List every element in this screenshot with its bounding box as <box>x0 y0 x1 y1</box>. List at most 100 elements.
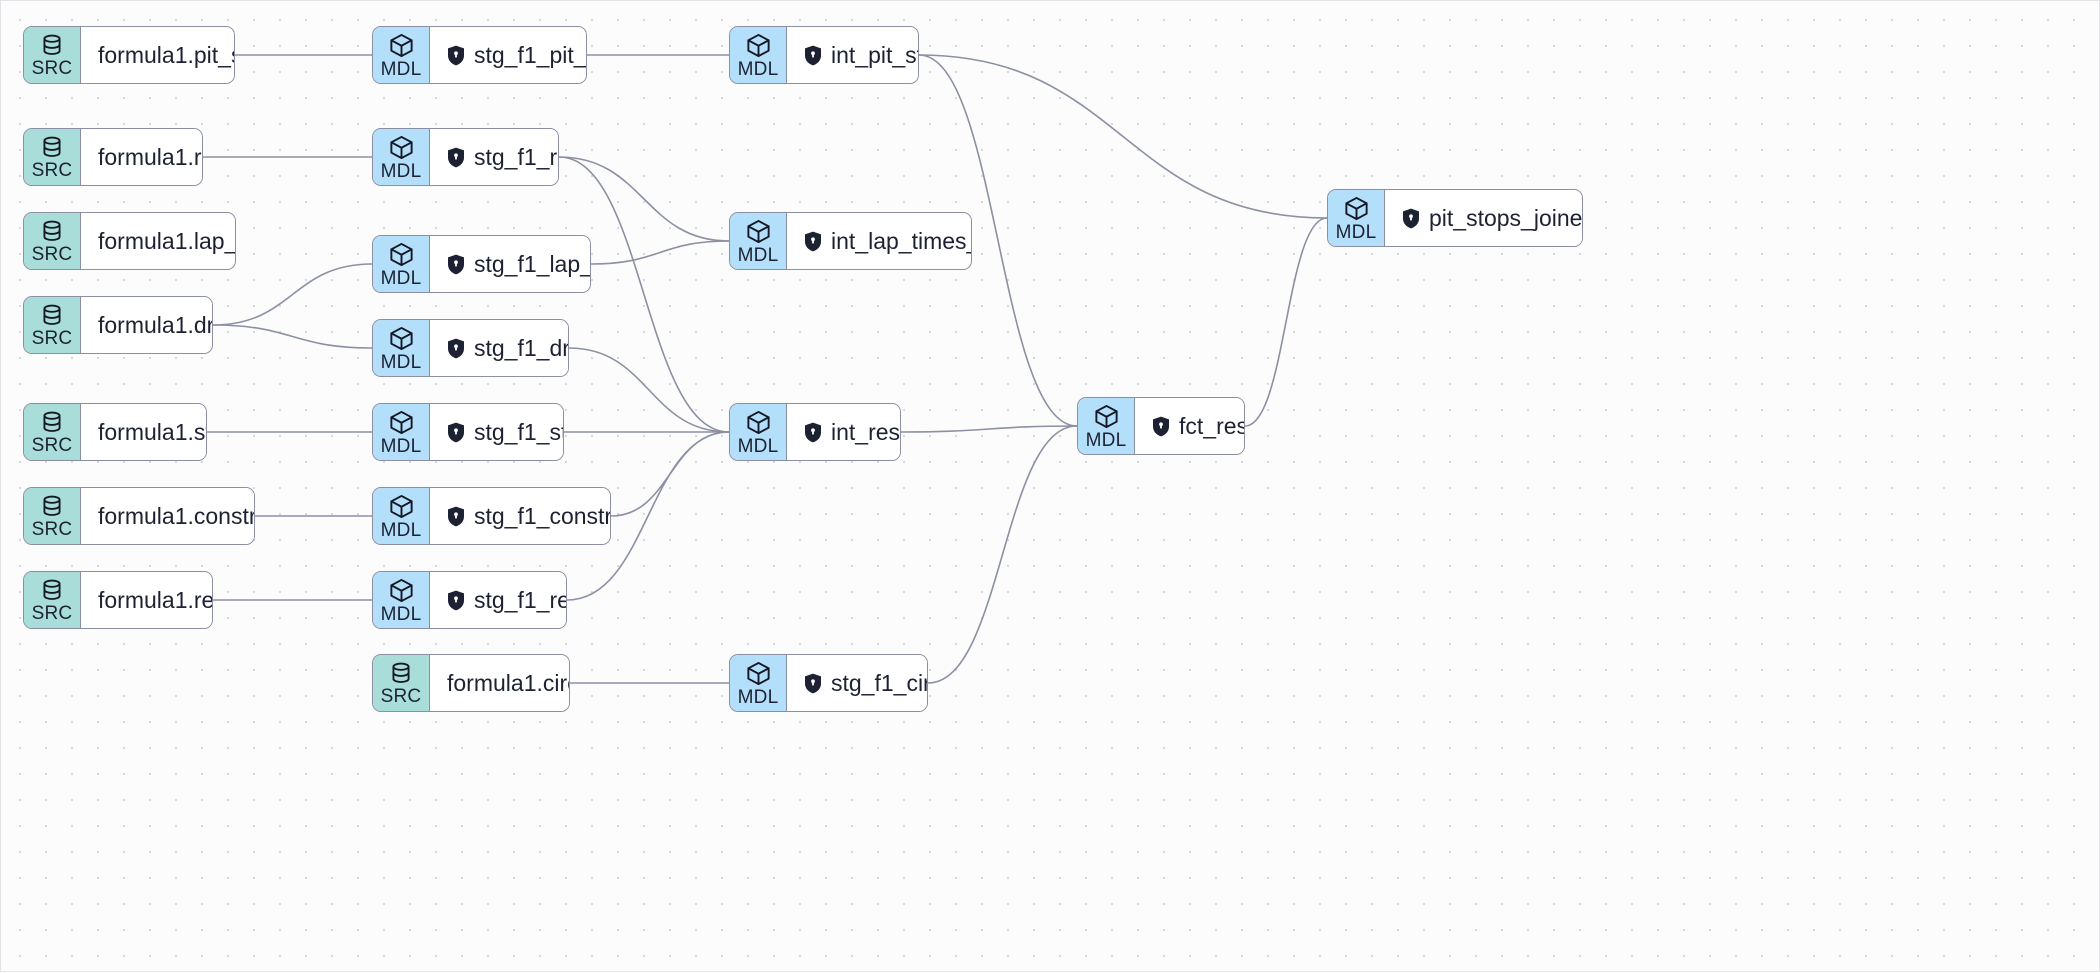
badge-text: SRC <box>31 244 73 265</box>
badge-text: SRC <box>31 328 73 349</box>
node-body: fct_results <box>1135 398 1244 454</box>
node-body: int_results <box>787 404 901 460</box>
node-body: formula1.status <box>81 404 206 460</box>
badge-text: SRC <box>380 686 422 707</box>
graph-node-src_circuits[interactable]: SRC formula1.circuits <box>372 654 570 712</box>
node-label: int_pit_stops <box>831 42 918 68</box>
badge-text: SRC <box>31 58 73 79</box>
graph-node-src_pit_stops[interactable]: SRC formula1.pit_stops <box>23 26 235 84</box>
edge-src_drivers-to-stg_lap_times <box>212 263 373 326</box>
node-body: stg_f1_races <box>430 129 558 185</box>
shield-icon <box>447 45 465 66</box>
cube-icon <box>388 32 415 59</box>
cube-icon <box>388 409 415 436</box>
badge-text: MDL <box>380 435 422 457</box>
node-body: formula1.races <box>81 129 202 185</box>
node-label: formula1.lap_times <box>98 228 236 254</box>
model-badge: MDL <box>373 236 430 292</box>
edge-stg_drivers-to-int_results <box>568 347 730 433</box>
node-body: formula1.lap_times <box>81 213 236 269</box>
source-badge: SRC <box>24 572 81 628</box>
source-badge: SRC <box>373 655 430 711</box>
source-badge: SRC <box>24 297 81 353</box>
node-label: stg_f1_constructors <box>474 503 610 529</box>
node-label: formula1.status <box>98 419 206 445</box>
shield-icon <box>804 673 822 694</box>
graph-node-stg_constructors[interactable]: MDL stg_f1_constructors <box>372 487 611 545</box>
source-badge: SRC <box>24 404 81 460</box>
badge-text: MDL <box>380 519 422 541</box>
edge-stg_circuits-to-fct_results <box>927 425 1078 684</box>
cube-icon <box>745 409 772 436</box>
badge-text: MDL <box>380 160 422 182</box>
database-icon <box>39 218 65 244</box>
node-label: stg_f1_results <box>474 587 566 613</box>
graph-node-fct_results[interactable]: MDL fct_results <box>1077 397 1245 455</box>
node-label: formula1.circuits <box>447 670 569 696</box>
node-label: stg_f1_status <box>474 419 563 445</box>
node-body: pit_stops_joined <box>1385 190 1583 246</box>
shield-icon <box>447 338 465 359</box>
edge-src_drivers-to-stg_drivers <box>212 324 373 349</box>
node-body: formula1.circuits <box>430 655 569 711</box>
model-badge: MDL <box>373 27 430 83</box>
shield-icon <box>804 422 822 443</box>
graph-node-stg_pit_stops[interactable]: MDL stg_f1_pit_stops <box>372 26 587 84</box>
node-body: stg_f1_lap_times <box>430 236 590 292</box>
shield-icon <box>804 231 822 252</box>
model-badge: MDL <box>373 488 430 544</box>
graph-node-stg_status[interactable]: MDL stg_f1_status <box>372 403 564 461</box>
graph-node-stg_races[interactable]: MDL stg_f1_races <box>372 128 559 186</box>
graph-node-src_constructors[interactable]: SRC formula1.constructors <box>23 487 255 545</box>
badge-text: MDL <box>380 267 422 289</box>
source-badge: SRC <box>24 213 81 269</box>
edge-stg_races-to-int_lap_times_years <box>558 156 730 242</box>
badge-text: SRC <box>31 435 73 456</box>
node-body: stg_f1_circuits <box>787 655 927 711</box>
graph-node-stg_lap_times[interactable]: MDL stg_f1_lap_times <box>372 235 591 293</box>
badge-text: MDL <box>1085 429 1127 451</box>
shield-icon <box>447 254 465 275</box>
node-body: stg_f1_constructors <box>430 488 610 544</box>
cube-icon <box>745 32 772 59</box>
node-label: formula1.constructors <box>98 503 255 529</box>
graph-node-src_lap_times[interactable]: SRC formula1.lap_times <box>23 212 236 270</box>
shield-icon <box>447 422 465 443</box>
source-badge: SRC <box>24 488 81 544</box>
cube-icon <box>388 577 415 604</box>
node-label: pit_stops_joined <box>1429 205 1583 231</box>
shield-icon <box>1402 208 1420 229</box>
node-body: formula1.constructors <box>81 488 255 544</box>
node-body: stg_f1_results <box>430 572 566 628</box>
cube-icon <box>1093 403 1120 430</box>
edge-int_results-to-fct_results <box>900 425 1078 433</box>
graph-node-src_status[interactable]: SRC formula1.status <box>23 403 207 461</box>
cube-icon <box>388 241 415 268</box>
cube-icon <box>388 493 415 520</box>
node-body: int_pit_stops <box>787 27 918 83</box>
model-badge: MDL <box>1078 398 1135 454</box>
node-body: int_lap_times_years <box>787 213 971 269</box>
badge-text: MDL <box>380 58 422 80</box>
model-badge: MDL <box>373 404 430 460</box>
node-body: stg_f1_status <box>430 404 563 460</box>
node-label: formula1.pit_stops <box>98 42 234 68</box>
node-label: int_results <box>831 419 901 445</box>
database-icon <box>39 32 65 58</box>
node-body: stg_f1_pit_stops <box>430 27 586 83</box>
node-label: stg_f1_circuits <box>831 670 927 696</box>
model-badge: MDL <box>373 320 430 376</box>
edge-fct_results-to-pit_stops_joined <box>1244 217 1328 427</box>
